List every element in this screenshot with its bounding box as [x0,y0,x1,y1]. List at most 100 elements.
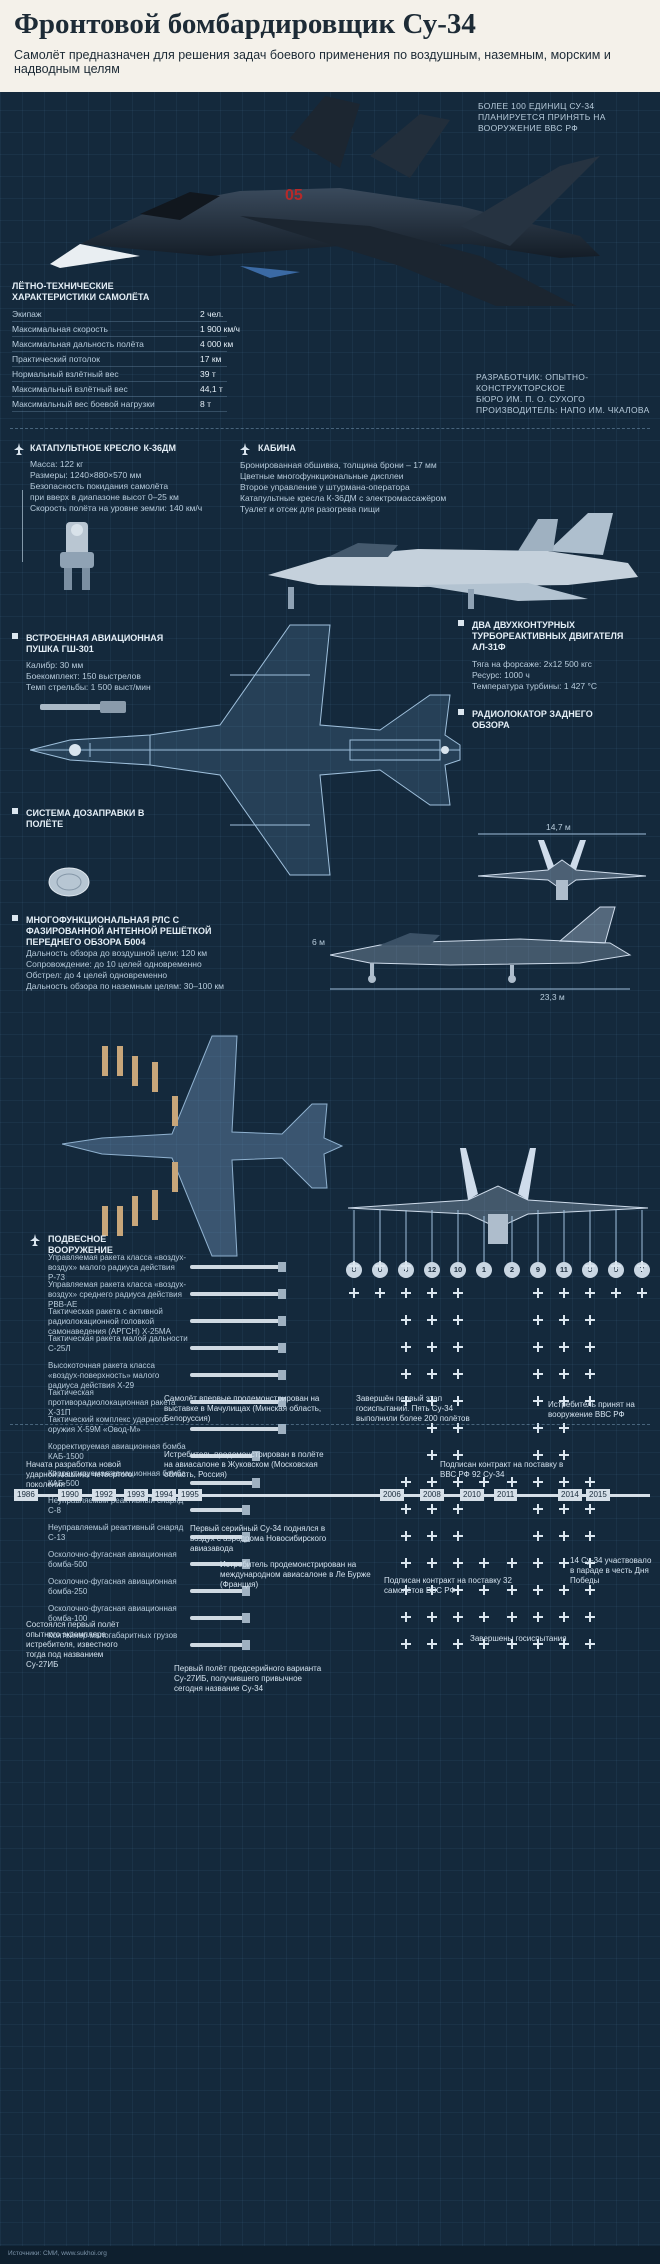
page-title: Фронтовой бомбардировщик Су-34 [14,8,476,40]
weapon-row: Высокоточная ракета класса «воздух-повер… [0,1358,660,1390]
pylon-compat-mark [559,1612,569,1622]
pylon-compat-mark [533,1531,543,1541]
pylon-compat-mark [507,1639,517,1649]
pylon-compat-mark [533,1396,543,1406]
pylon-compat-mark [375,1261,385,1271]
weapon-icon [190,1532,250,1542]
weapon-row: Тактическая ракета малой дальности С-25Л [0,1331,660,1363]
pylon-compat-mark [427,1585,437,1595]
pylon-compat-mark [479,1558,489,1568]
pylon-compat-mark [559,1531,569,1541]
pylon-compat-mark [585,1396,595,1406]
timeline-year: 2011 [494,1489,518,1501]
pylon-compat-mark [427,1369,437,1379]
pylon-compat-mark [401,1396,411,1406]
weapon-name: Управляемая ракета класса «воздух-воздух… [48,1253,187,1282]
pylon-compat-mark [401,1639,411,1649]
weapon-icon [190,1370,286,1380]
footer: Источники: СМИ, www.sukhoi.org [0,2246,660,2264]
pylon-number: 1 [476,1262,492,1278]
pylon-compat-mark [427,1639,437,1649]
weapon-row: Неуправляемый реактивный снаряд С-13 [0,1520,660,1552]
pylon-compat-mark [507,1585,517,1595]
pylon-compat-mark [349,1261,359,1271]
weapon-name: Тактическая противорадиолокационная раке… [48,1388,176,1417]
pylon-compat-mark [637,1288,647,1298]
weapon-row: Тактическая противорадиолокационная раке… [0,1385,660,1417]
timeline-year: 2015 [586,1489,610,1501]
timeline-event: Подписан контракт на поставку в ВВС РФ 9… [440,1460,564,1479]
plane-icon [30,1234,40,1246]
note-top: Более 100 единиц Су-34 планируется приня… [478,101,606,133]
aircraft-front-view [478,833,647,900]
pylon-compat-mark [427,1315,437,1325]
weapon-row: Управляемая ракета класса «воздух-воздух… [0,1250,660,1282]
timeline-event: Первый полёт предсерийного варианта Су-2… [174,1664,322,1693]
pylon-compat-mark [453,1396,463,1406]
pylon-compat-mark [559,1342,569,1352]
pylon-compat-mark [453,1558,463,1568]
pylon-compat-mark [533,1369,543,1379]
svg-text:05: 05 [285,187,303,204]
ejection-seat-image [60,522,94,590]
pylon-compat-mark [427,1531,437,1541]
weapon-row: Управляемая ракета класса «воздух-воздух… [0,1277,660,1309]
seat-specs: Масса: 122 кг Размеры: 1240×880×570 мм Б… [30,459,203,513]
pylon-number: 12 [424,1262,440,1278]
pylon-compat-mark [585,1369,595,1379]
length-label: 23,3 м [540,992,565,1002]
weapon-name: Управляемая ракета класса «воздух-воздух… [48,1280,187,1309]
pylon-number: 2 [504,1262,520,1278]
pylon-compat-mark [585,1504,595,1514]
pylon-compat-mark [559,1558,569,1568]
aircraft-side-image [268,513,638,609]
wingspan-label: 14,7 м [546,822,571,832]
pylon-compat-mark [559,1423,569,1433]
gun-title: Встроенная авиационная пушка ГШ-301 [26,633,164,654]
pylon-compat-mark [533,1477,543,1487]
pylon-compat-mark [507,1612,517,1622]
weapon-name: Корректируемая авиационная бомба КАБ-150… [48,1442,186,1461]
weapon-icon [190,1424,286,1434]
weapon-icon [190,1289,286,1299]
aircraft-armament-front [348,1148,648,1262]
pylon-number: 9 [530,1262,546,1278]
timeline-year: 2014 [558,1489,582,1501]
aircraft-main-image: 05 [50,96,600,306]
cabin-title: Кабина [258,443,296,453]
plane-icon [14,443,24,455]
weapon-name: Неуправляемый реактивный снаряд С-13 [48,1523,184,1542]
pylon-compat-mark [427,1342,437,1352]
pylon-compat-mark [559,1477,569,1487]
gun-image [40,701,126,713]
refuel-title: Система дозаправки в полёте [26,808,145,829]
pylon-compat-mark [401,1288,411,1298]
timeline-year: 1995 [178,1489,202,1501]
weapon-name: Осколочно-фугасная авиационная бомба-500 [48,1550,177,1569]
pylon-compat-mark [585,1342,595,1352]
aircraft-side-view [330,906,632,990]
pylon-compat-mark [507,1477,517,1487]
pylon-compat-mark [427,1423,437,1433]
pylon-compat-mark [453,1315,463,1325]
timeline-event: Самолёт впервые продемонстрирован на выс… [164,1394,322,1423]
weapon-icon [190,1559,250,1569]
pylon-compat-mark [453,1585,463,1595]
weapon-name: Осколочно-фугасная авиационная бомба-250 [48,1577,177,1596]
pylon-compat-mark [401,1315,411,1325]
pylon-compat-mark [559,1315,569,1325]
pylon-compat-mark [427,1450,437,1460]
cabin-specs: Бронированная обшивка, толщина брони – 1… [240,460,447,514]
pylon-compat-mark [401,1531,411,1541]
pylon-compat-mark [559,1639,569,1649]
pylon-compat-mark [611,1261,621,1271]
timeline-event: Завершены госиспытания [470,1634,567,1643]
pylon-compat-mark [479,1612,489,1622]
pylon-compat-mark [401,1612,411,1622]
bullet-marker [12,633,18,639]
weapon-icon [190,1586,250,1596]
